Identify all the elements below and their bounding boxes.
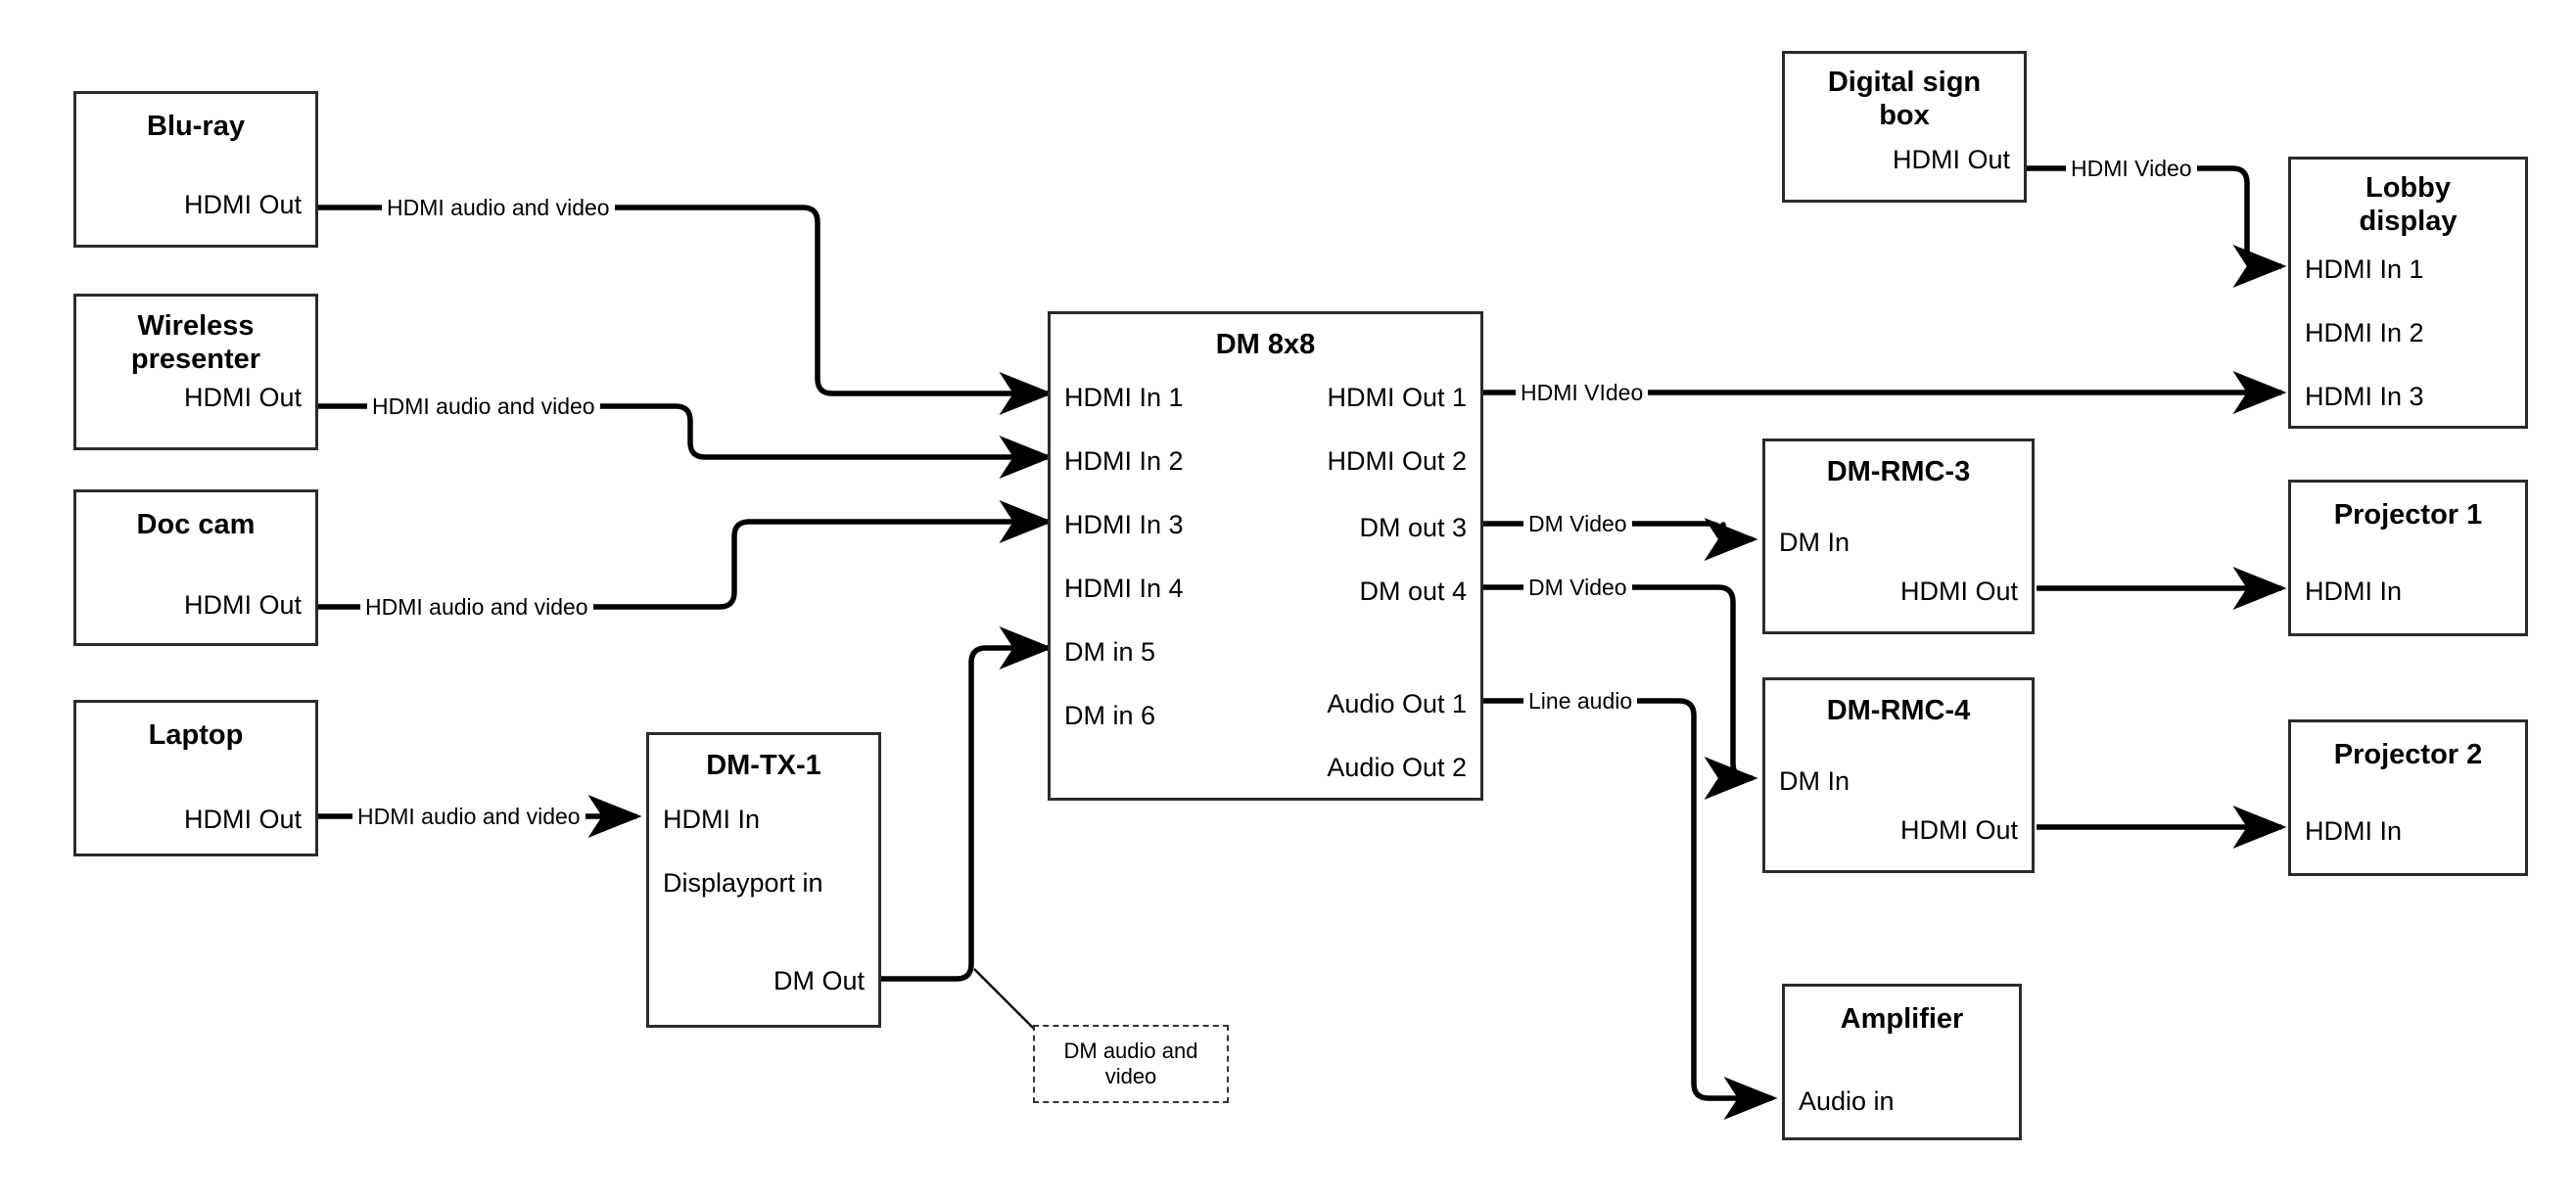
wire-label-dm-out-4: DM Video	[1523, 575, 1632, 600]
node-bluray[interactable]: Blu-ray HDMI Out	[73, 91, 318, 248]
connector-wireless-to-dm8x8	[318, 403, 1054, 479]
port-dm-in-5[interactable]: DM in 5	[1064, 637, 1156, 667]
port-hdmi-in-2[interactable]: HDMI In 2	[2305, 318, 2424, 347]
node-title: Doc cam	[136, 509, 256, 540]
port-dm-out-4[interactable]: DM out 4	[1359, 577, 1467, 606]
node-amplifier[interactable]: Amplifier Audio in	[1782, 984, 2022, 1140]
node-laptop[interactable]: Laptop HDMI Out	[73, 700, 318, 856]
port-hdmi-out[interactable]: HDMI Out	[1892, 145, 2010, 174]
port-audio-out-2[interactable]: Audio Out 2	[1327, 753, 1467, 782]
port-hdmi-out[interactable]: HDMI Out	[183, 383, 302, 412]
node-title: Projector 2	[2333, 739, 2483, 770]
port-displayport-in[interactable]: Displayport in	[663, 868, 823, 898]
node-title: Blu-ray	[147, 111, 245, 142]
connector-dmtx1-to-dm8x8	[881, 626, 1054, 982]
node-title: Amplifier	[1840, 1003, 1964, 1035]
port-dm-in[interactable]: DM In	[1779, 766, 1850, 796]
node-title: DM 8x8	[1215, 329, 1316, 360]
node-title: Laptop	[148, 719, 244, 751]
port-dm-in[interactable]: DM In	[1779, 528, 1850, 557]
wire-label-laptop: HDMI audio and video	[352, 804, 585, 829]
wire-label-signbox: HDMI Video	[2066, 156, 2197, 181]
node-lobby-display[interactable]: Lobby display HDMI In 1 HDMI In 2 HDMI I…	[2288, 157, 2528, 429]
port-audio-out-1[interactable]: Audio Out 1	[1327, 689, 1467, 718]
port-hdmi-out[interactable]: HDMI Out	[183, 590, 302, 620]
node-dm-tx-1[interactable]: DM-TX-1 HDMI In Displayport in DM Out	[646, 732, 881, 1028]
port-hdmi-out[interactable]: HDMI Out	[1899, 577, 2018, 606]
port-hdmi-out[interactable]: HDMI Out	[183, 190, 302, 219]
node-title: Projector 1	[2333, 499, 2483, 531]
node-title: DM-RMC-3	[1826, 456, 1971, 487]
node-title: DM-RMC-4	[1826, 695, 1971, 726]
port-hdmi-in-1[interactable]: HDMI In 1	[1064, 383, 1184, 412]
node-title: Lobby display	[2359, 172, 2458, 237]
node-dm-8x8[interactable]: DM 8x8 HDMI In 1 HDMI In 2 HDMI In 3 HDM…	[1048, 311, 1483, 801]
wire-label-audio-out-1: Line audio	[1523, 688, 1638, 714]
wire-label-wireless: HDMI audio and video	[367, 393, 600, 419]
port-hdmi-in-3[interactable]: HDMI In 3	[2305, 382, 2424, 411]
port-hdmi-out-1[interactable]: HDMI Out 1	[1327, 383, 1467, 412]
wire-label-dm-out-3: DM Video	[1523, 511, 1632, 536]
port-hdmi-out[interactable]: HDMI Out	[1899, 815, 2018, 845]
port-hdmi-in[interactable]: HDMI In	[2305, 816, 2403, 846]
node-dm-rmc-4[interactable]: DM-RMC-4 DM In HDMI Out	[1762, 677, 2035, 873]
node-title: DM-TX-1	[706, 750, 821, 781]
callout-dm-audio-video: DM audio and video	[1033, 1025, 1229, 1103]
port-hdmi-in-4[interactable]: HDMI In 4	[1064, 574, 1184, 603]
callout-text: DM audio and video	[1063, 1039, 1198, 1088]
port-audio-in[interactable]: Audio in	[1799, 1086, 1895, 1116]
port-hdmi-in-2[interactable]: HDMI In 2	[1064, 446, 1184, 476]
wire-label-hdmi-out-1: HDMI VIdeo	[1516, 380, 1649, 405]
port-hdmi-in[interactable]: HDMI In	[2305, 577, 2403, 606]
connector-dm8x8-to-rmc4	[1483, 584, 1758, 800]
node-wireless-presenter[interactable]: Wireless presenter HDMI Out	[73, 294, 318, 450]
connector-doccam-to-dm8x8	[318, 500, 1054, 610]
node-digital-sign-box[interactable]: Digital sign box HDMI Out	[1782, 51, 2027, 203]
port-hdmi-out-2[interactable]: HDMI Out 2	[1327, 446, 1467, 476]
connector-signbox-to-lobby	[1850, 165, 2287, 288]
port-hdmi-in[interactable]: HDMI In	[663, 805, 761, 834]
wire-label-doccam: HDMI audio and video	[360, 594, 593, 620]
connector-dm8x8-to-amp	[1483, 698, 1778, 1120]
connector-bluray-to-dm8x8	[318, 205, 1054, 415]
node-title: Digital sign box	[1827, 67, 1982, 131]
port-dm-out[interactable]: DM Out	[773, 966, 865, 995]
node-doc-cam[interactable]: Doc cam HDMI Out	[73, 489, 318, 646]
port-dm-out-3[interactable]: DM out 3	[1359, 513, 1467, 542]
port-hdmi-in-3[interactable]: HDMI In 3	[1064, 510, 1184, 539]
wire-label-bluray: HDMI audio and video	[382, 195, 615, 220]
node-projector-2[interactable]: Projector 2 HDMI In	[2288, 719, 2528, 876]
connector-dm8x8-to-rmc3	[1483, 518, 1758, 561]
node-dm-rmc-3[interactable]: DM-RMC-3 DM In HDMI Out	[1762, 439, 2035, 634]
port-hdmi-out[interactable]: HDMI Out	[183, 805, 302, 834]
node-title: Wireless presenter	[130, 310, 261, 375]
port-dm-in-6[interactable]: DM in 6	[1064, 701, 1156, 730]
port-hdmi-in-1[interactable]: HDMI In 1	[2305, 254, 2424, 284]
node-projector-1[interactable]: Projector 1 HDMI In	[2288, 480, 2528, 636]
